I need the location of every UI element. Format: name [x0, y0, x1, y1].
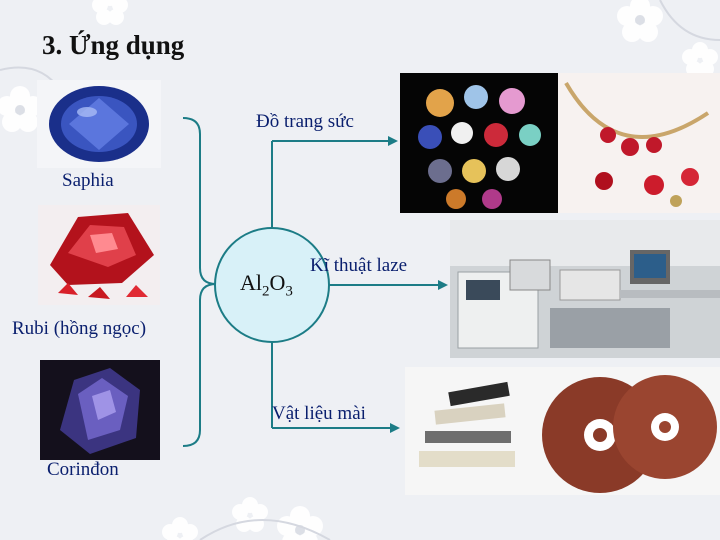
mineral-label-corindon: Corinđon: [47, 459, 119, 480]
corundum-crystal-photo: [40, 360, 160, 460]
application-label-abrasive: Vật liệu mài: [272, 403, 366, 424]
application-label-jewelry: Đồ trang sức: [256, 111, 354, 132]
arrow-head-abrasive: [390, 423, 400, 433]
arrow-head-laser: [438, 280, 448, 290]
ruby-crystal-photo: [38, 205, 160, 305]
sapphire-gem-photo: [37, 80, 161, 168]
laser-lab-photo: [450, 220, 720, 358]
arrow-head-jewelry: [388, 136, 398, 146]
mineral-label-saphia: Saphia: [62, 170, 114, 191]
mineral-label-rubi: Rubi (hồng ngọc): [12, 318, 147, 339]
grouping-bracket: [182, 117, 217, 447]
al2o3-formula: Al2O3: [240, 270, 293, 300]
slide-title: 3. Ứng dụng: [42, 30, 185, 60]
application-label-laser: Kĩ thuật laze: [310, 255, 408, 276]
jewelry-gems-photo: [400, 73, 558, 213]
abrasive-wheels-photo: [405, 367, 720, 495]
jewelry-necklace-photo: [558, 73, 720, 213]
